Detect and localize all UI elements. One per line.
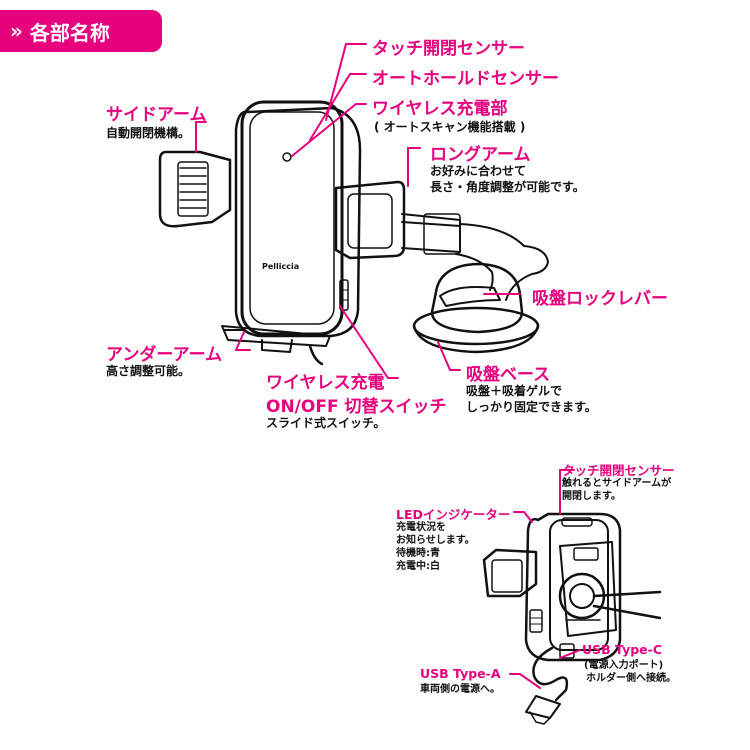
label-under-arm: アンダーアーム [106,345,223,365]
note-long-arm-2: 長さ・角度調整が可能です。 [430,180,585,194]
note-long-arm-1: お好みに合わせて [430,164,527,178]
note-led-1: 充電状況を [396,522,446,533]
note-suction-base-1: 吸盤＋吸着ゲルで [466,384,563,398]
note-wireless-switch: スライド式スイッチ。 [266,416,386,430]
label-sub-touch-sensor: タッチ開閉センサー [562,463,675,478]
label-auto-hold-sensor: オートホールドセンサー [372,69,559,89]
label-usb-c: USB Type-C [582,642,663,657]
note-wireless-charger: ( オートスキャン機能搭載 ) [374,120,526,134]
note-usb-c-2: ホルダー側へ接続。 [586,673,676,684]
note-led-4: 充電中:白 [396,561,440,572]
label-suction-lever: 吸盤ロックレバー [532,289,668,309]
label-usb-a: USB Type-A [420,666,501,681]
label-touch-sensor: タッチ開閉センサー [372,39,525,59]
chevron-icon: » [10,19,23,43]
note-sub-touch-sensor-2: 開閉します。 [562,491,621,502]
note-usb-a: 車両側の電源へ。 [420,684,500,695]
label-wireless-charger: ワイヤレス充電部 [372,99,508,119]
note-side-arm: 自動開閉機構。 [106,126,191,140]
label-side-arm: サイドアーム [106,105,207,125]
label-wireless-switch-1: ワイヤレス充電 [266,373,385,393]
main-holder-illustration [158,100,549,366]
brand-logo-text: Pelliccia [262,262,300,271]
note-led-2: お知らせします。 [396,535,475,546]
note-usb-c-1: (電源入力ポート) [584,660,664,671]
label-wireless-switch-2: ON/OFF 切替スイッチ [266,397,447,417]
section-header: » 各部名称 [0,10,162,52]
section-title: 各部名称 [29,20,110,45]
note-sub-touch-sensor-1: 触れるとサイドアームが [562,478,672,489]
label-led-indicator: LEDインジケーター [396,507,511,522]
sub-holder-illustration [482,512,662,725]
note-led-3: 待機時:青 [396,548,440,559]
label-suction-base: 吸盤ベース [466,365,551,385]
note-suction-base-2: しっかり固定できます。 [466,400,597,414]
label-long-arm: ロングアーム [430,145,531,165]
note-under-arm: 高さ調整可能。 [106,364,191,378]
